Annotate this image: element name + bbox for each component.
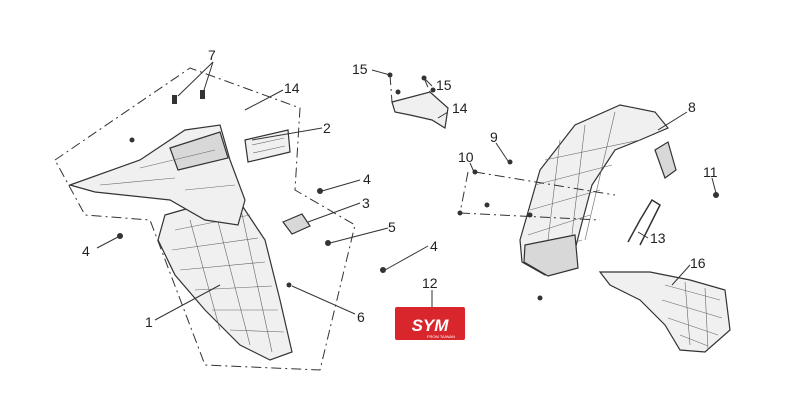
rear-fender — [157, 194, 293, 361]
reflector — [244, 129, 291, 163]
bolts-right — [457, 159, 719, 301]
emblem-plate — [395, 307, 465, 340]
leader-lines — [96, 61, 717, 321]
emblem-tagline: FROM TAIWAN — [427, 334, 455, 339]
fender-bracket — [654, 141, 677, 179]
callout-15b: 15 — [436, 77, 452, 93]
mud-flap — [598, 271, 731, 353]
callout-4a: 4 — [363, 171, 371, 187]
callout-8: 8 — [688, 99, 696, 115]
callout-15a: 15 — [352, 61, 368, 77]
callout-12: 12 — [422, 275, 438, 291]
callout-numbers: 1 2 3 4 4 4 5 6 7 8 9 10 11 12 13 14 14 … — [82, 47, 718, 330]
callout-2: 2 — [323, 120, 331, 136]
callout-3: 3 — [362, 195, 370, 211]
callout-4c: 4 — [430, 238, 438, 254]
callout-6: 6 — [357, 309, 365, 325]
callout-14a: 14 — [284, 80, 300, 96]
inner-fender — [519, 104, 669, 277]
callout-11: 11 — [703, 164, 718, 180]
fender-stay — [627, 198, 661, 246]
clip-part — [282, 213, 311, 235]
sym-emblem: SYM FROM TAIWAN — [395, 307, 465, 340]
callout-16: 16 — [690, 255, 706, 271]
callout-14b: 14 — [452, 100, 468, 116]
callout-1: 1 — [145, 314, 153, 330]
small-bracket — [387, 72, 449, 129]
callout-5: 5 — [388, 219, 396, 235]
license-bracket — [68, 124, 246, 226]
callout-4b: 4 — [82, 243, 90, 259]
assembly-outline-left — [54, 67, 356, 371]
callout-7: 7 — [208, 47, 216, 63]
callout-13: 13 — [650, 230, 666, 246]
callout-10: 10 — [458, 149, 474, 165]
bolts-left — [117, 90, 386, 288]
emblem-brand: SYM — [412, 316, 450, 335]
callout-9: 9 — [490, 129, 498, 145]
